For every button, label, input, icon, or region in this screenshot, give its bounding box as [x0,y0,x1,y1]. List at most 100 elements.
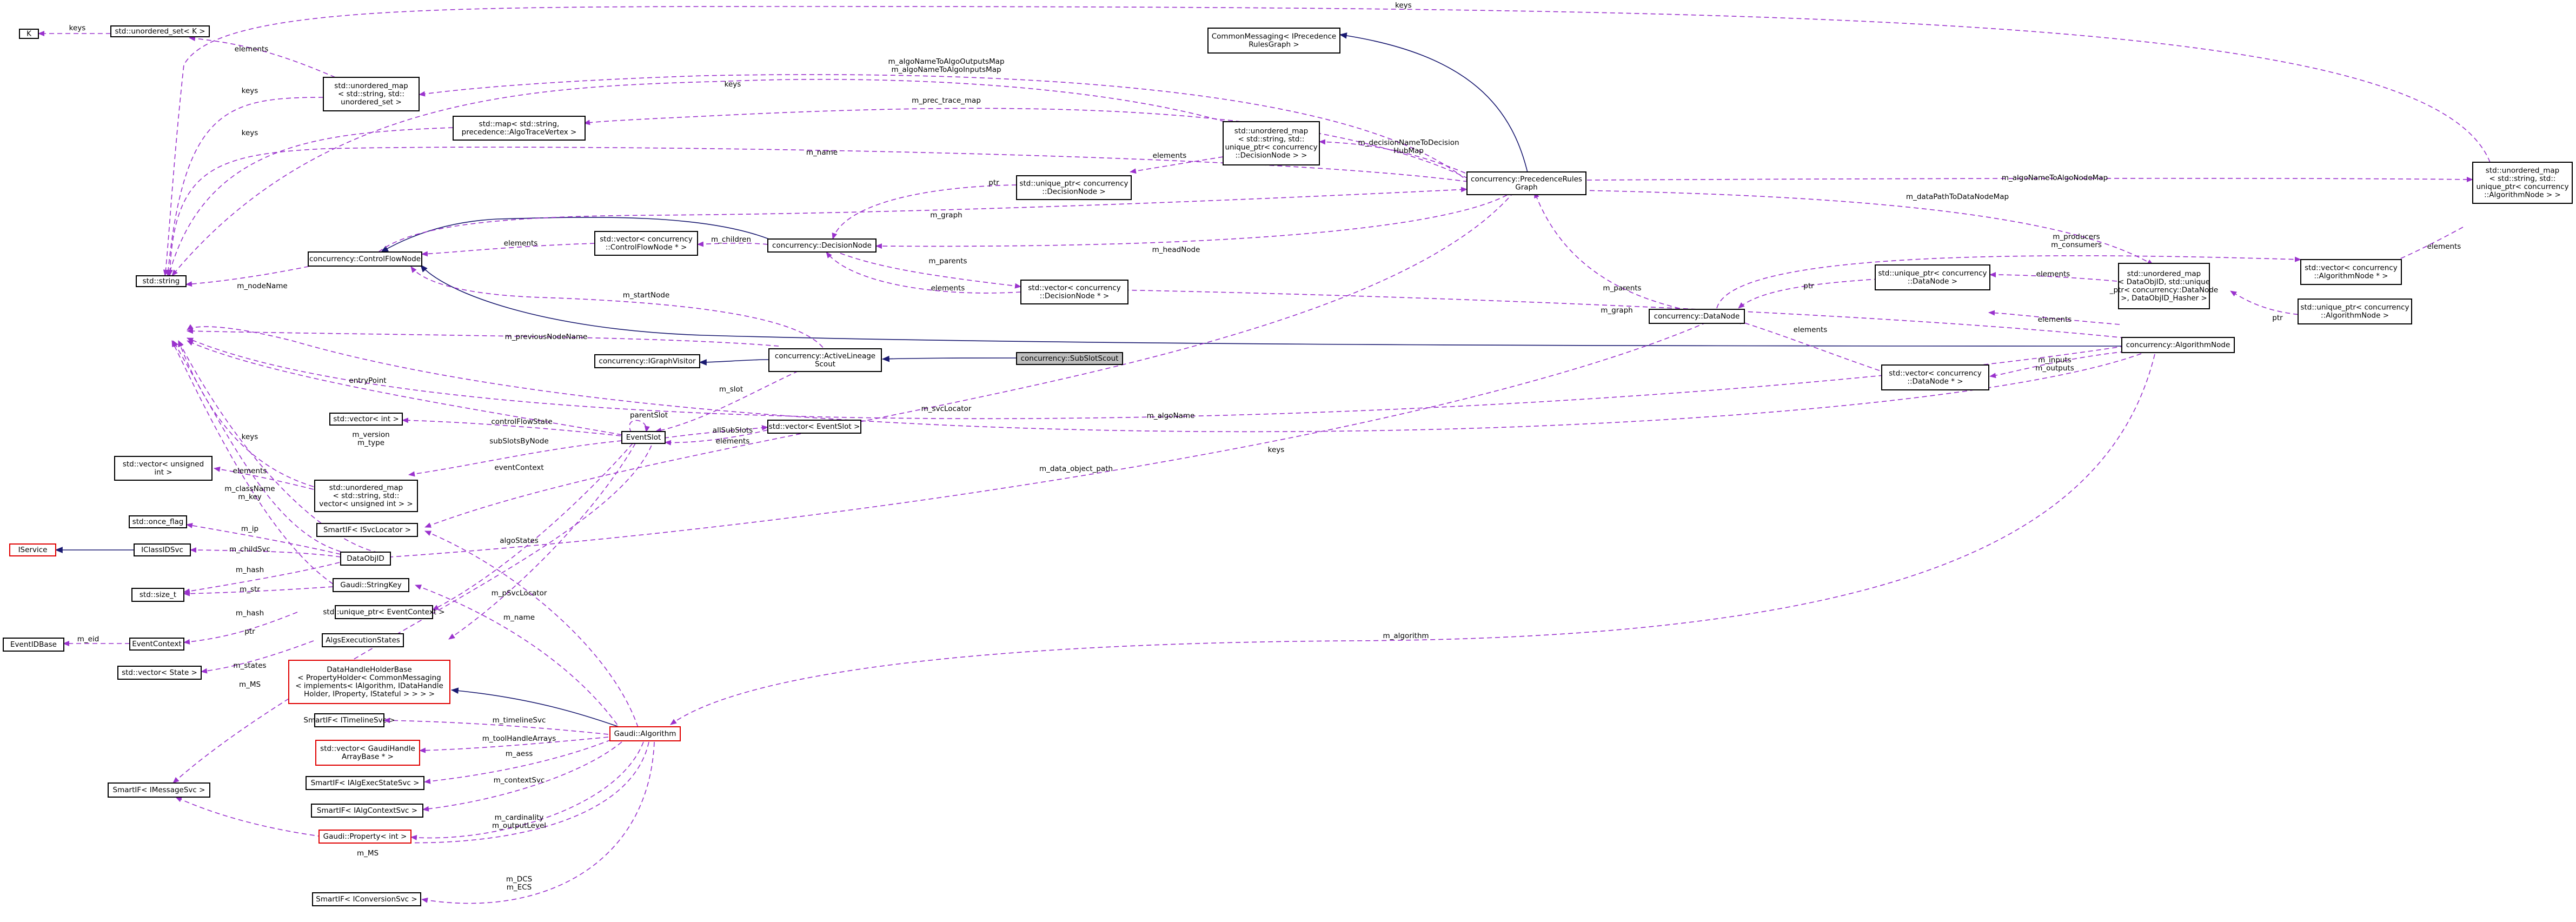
edge-head-node [875,190,1515,249]
node-box [308,251,422,267]
edge-label-tool-handle-arrays: m_toolHandleArrays [482,734,556,743]
node-data-node[interactable]: concurrency::DataNode [1649,309,1745,324]
edge-label-m-states: m_states [233,661,266,670]
node-label: std::vector< int > [333,415,399,423]
edge-label-elements-umap-dec: elements [1153,151,1187,160]
node-dataobjid[interactable]: DataObjID [340,552,391,566]
node-vector-data-ptr[interactable]: std::vector< concurrency::DataNode * > [1881,364,1989,390]
edge-keys-umap2 [171,78,1225,276]
edge-elements-algo-umap [1989,272,2117,282]
node-umap-algo[interactable]: std::unordered_map< std::string, std::un… [2472,162,2573,204]
node-box [768,348,882,372]
node-algo-node[interactable]: concurrency::AlgorithmNode [2121,337,2235,353]
node-umap-vector-unsigned[interactable]: std::unordered_map< std::string, std::ve… [314,480,418,512]
edge-sub-slots-by-node [408,440,622,477]
node-gaudi-property[interactable]: Gaudi::Property< int > [318,830,411,844]
node-label: concurrency::SubSlotScout [1021,354,1119,363]
node-vector-decision[interactable]: std::vector< concurrency::DecisionNode *… [1020,280,1128,304]
node-box [19,29,39,39]
node-uptr-data[interactable]: std::unique_ptr< concurrency::DataNode > [1875,264,1990,290]
node-smartif-svcloc[interactable]: SmartIF< ISvcLocator > [316,523,418,537]
edge-m-childsvc [190,547,341,558]
node-smartif-msg[interactable]: SmartIF< IMessageSvc > [108,782,210,798]
edge-algo-io-map [419,74,1470,183]
node-label: SmartIF< IConversionSvc > [316,895,417,904]
node-vector-algo-ptr[interactable]: std::vector< concurrency::AlgorithmNode … [2300,259,2402,285]
node-box [2118,263,2210,309]
node-decision-node[interactable]: concurrency::DecisionNode [767,238,877,253]
node-umap-decision[interactable]: std::unordered_map< std::string, std::un… [1223,121,1320,165]
node-label: std::size_t [140,591,176,599]
node-umap-string-unordered-set[interactable]: std::unordered_map< std::string, std::un… [323,77,420,111]
node-unordered-set-K[interactable]: std::unordered_set< K > [110,25,210,37]
node-size-t[interactable]: std::size_t [131,588,184,602]
edge-label-elements-set: elements [235,45,269,54]
node-algexecstates[interactable]: AlgsExecutionStates [322,633,404,647]
node-label: std::unique_ptr< EventContext > [323,608,444,616]
node-gaudi-stringkey[interactable]: Gaudi::StringKey [333,578,409,592]
edge-algo-states [448,443,636,640]
node-box [609,726,681,741]
node-cf-node[interactable]: concurrency::ControlFlowNode [308,251,422,267]
node-box [453,116,586,141]
node-uptr-eventcontext[interactable]: std::unique_ptr< EventContext > [323,605,445,619]
node-vector-event-slot[interactable]: std::vector< EventSlot > [767,420,861,434]
edge-label-timeline-svc: m_timelineSvc [493,716,546,725]
node-iclassidsvc[interactable]: IClassIDSvc [134,543,191,556]
node-vector-cf-node[interactable]: std::vector< concurrency::ControlFlowNod… [594,231,698,256]
edge-parents-dec [832,250,1021,289]
node-smartif-algexec[interactable]: SmartIF< IAlgExecStateSvc > [306,776,424,790]
edge-label-algo-map: m_algoNameToAlgoNodeMap [2002,174,2108,182]
node-smartif-timeline[interactable]: SmartIF< ITimelineSvc > [303,713,395,727]
edge-label-data-object-path: m_data_object_path [1039,465,1113,473]
edge-label-node-name: m_nodeName [237,282,287,290]
node-eventidbase[interactable]: EventIDBase [3,638,64,652]
edge-label-ptr-algo: ptr [2272,314,2283,322]
node-smartif-conv[interactable]: SmartIF< IConversionSvc > [312,892,421,906]
node-box [318,830,411,844]
node-vector-state[interactable]: std::vector< State > [117,666,202,680]
node-label: IService [18,546,48,554]
node-uptr-algo[interactable]: std::unique_ptr< concurrency::AlgorithmN… [2298,299,2412,324]
node-label: std::map< std::string,precedence::AlgoTr… [462,120,577,137]
node-box [288,660,450,704]
node-eventcontext[interactable]: EventContext [129,638,184,651]
node-gaudi-algorithm[interactable]: Gaudi::Algorithm [609,726,681,741]
node-once-flag[interactable]: std::once_flag [129,515,187,528]
node-K[interactable]: K [19,29,39,39]
node-map-prec-trace[interactable]: std::map< std::string,precedence::AlgoTr… [453,116,586,141]
node-label: std::unique_ptr< concurrency::DataNode > [1878,269,1987,286]
node-subslot-scout[interactable]: concurrency::SubSlotScout [1016,352,1123,365]
node-datahandleholder[interactable]: DataHandleHolderBase< PropertyHolder< Co… [288,660,450,704]
edge-event-context [432,443,633,611]
edge-label-ptr-dec: ptr [988,178,999,187]
node-box [1223,121,1320,165]
node-vector-int[interactable]: std::vector< int > [329,413,403,426]
edge-elements-dec [826,251,1021,294]
edge-label-entry-point: entryPoint [349,376,386,385]
edge-node-name [185,259,341,287]
node-iservice[interactable]: IService [9,543,56,556]
node-box [1016,175,1132,200]
edge-label-m-slot: m_slot [719,385,743,394]
node-umap-data[interactable]: std::unordered_map< DataObjID, std::uniq… [2109,263,2218,309]
edge-start-node [410,266,828,355]
edge-label-head-node: m_headNode [1152,246,1200,254]
edge-label-elements-data-vec: elements [1794,326,1828,334]
node-uptr-decision[interactable]: std::unique_ptr< concurrency::DecisionNo… [1016,175,1132,200]
node-smartif-algctx[interactable]: SmartIF< IAlgContextSvc > [311,804,423,818]
node-event-slot[interactable]: EventSlot [621,431,666,444]
edge-keys-map [168,127,454,276]
node-box [2472,162,2573,204]
node-label: std::unordered_set< K > [115,27,205,36]
node-box [340,552,391,566]
node-ivisitor[interactable]: concurrency::IGraphVisitor [594,354,700,368]
node-string[interactable]: std::string [136,275,187,287]
